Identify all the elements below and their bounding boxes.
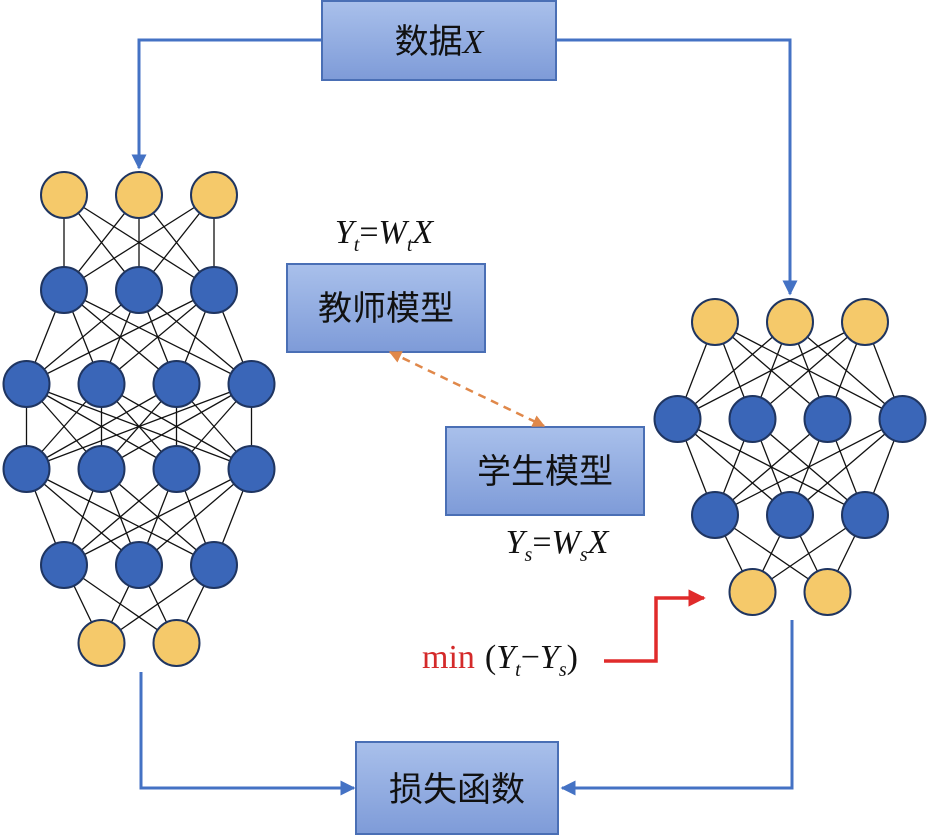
student-network-node	[766, 491, 814, 539]
teacher-network-node	[115, 171, 163, 219]
student-network-link	[752, 321, 866, 420]
student-network-link	[789, 418, 903, 516]
flow-arrow-teacher-to-loss	[139, 672, 356, 796]
teacher-student-dashed-arrow	[388, 350, 546, 428]
teacher-network-node	[190, 171, 238, 219]
student-network-node	[691, 491, 739, 539]
student-network-link	[714, 418, 828, 516]
teacher-network-link	[101, 383, 252, 470]
teacher-network-node	[77, 360, 126, 408]
teacher-network-node	[40, 541, 88, 589]
teacher-network-node	[40, 266, 88, 314]
student-network-node	[841, 298, 889, 346]
student-network-node	[691, 298, 739, 346]
teacher-network-node	[40, 171, 88, 219]
student-model-box: 学生模型	[445, 426, 645, 516]
teacher-network-link	[26, 383, 252, 470]
student-network-node	[803, 395, 852, 443]
student-network-link	[677, 321, 866, 420]
teacher-network	[2, 171, 276, 667]
student-network-node	[766, 298, 814, 346]
teacher-network-node	[2, 445, 51, 493]
student-network-node	[728, 568, 777, 616]
student-formula: Ys=WsX	[506, 524, 610, 566]
teacher-network-node	[152, 360, 201, 408]
flow-arrow-data-to-student	[556, 38, 798, 296]
student-network-link	[677, 321, 791, 420]
objective-min: min	[422, 639, 475, 676]
data-box-var: X	[461, 24, 485, 61]
teacher-model-box: 教师模型	[286, 263, 486, 353]
teacher-network-node	[190, 541, 238, 589]
student-network-node	[878, 395, 927, 443]
teacher-network-node	[152, 619, 201, 667]
teacher-network-link	[63, 468, 177, 566]
student-model-label: 学生模型	[477, 452, 613, 492]
teacher-network-link	[26, 383, 177, 470]
teacher-network-node	[152, 445, 201, 493]
teacher-network-node	[77, 619, 126, 667]
student-network-node	[841, 491, 889, 539]
objective-formula: min(Yt−Ys)	[422, 639, 578, 681]
flow-arrow-data-to-teacher	[131, 38, 322, 170]
student-network	[653, 298, 927, 616]
teacher-network-node	[115, 266, 163, 314]
data-box-label: 数据	[395, 22, 463, 62]
teacher-formula: Yt=WtX	[335, 214, 435, 256]
student-network-link	[714, 418, 903, 516]
teacher-network-node	[227, 445, 276, 493]
objective-arrow	[604, 589, 706, 663]
teacher-network-node	[2, 360, 51, 408]
loss-function-label: 损失函数	[389, 770, 525, 810]
teacher-network-node	[77, 445, 126, 493]
student-network-node	[803, 568, 852, 616]
teacher-network-link	[101, 289, 215, 385]
loss-function-box: 损失函数	[355, 741, 559, 835]
data-box: 数据X	[321, 0, 557, 81]
teacher-network-link	[63, 194, 215, 291]
flow-arrow-student-to-loss	[560, 620, 794, 796]
teacher-network-link	[138, 468, 252, 566]
teacher-network-link	[63, 468, 252, 566]
teacher-network-link	[26, 289, 215, 385]
teacher-network-node	[190, 266, 238, 314]
teacher-network-link	[26, 289, 140, 385]
svg-text:数据X: 数据X	[395, 22, 485, 62]
teacher-network-node	[115, 541, 163, 589]
teacher-model-label: 教师模型	[318, 289, 454, 329]
student-network-node	[728, 395, 777, 443]
student-network-node	[653, 395, 702, 443]
teacher-network-node	[227, 360, 276, 408]
